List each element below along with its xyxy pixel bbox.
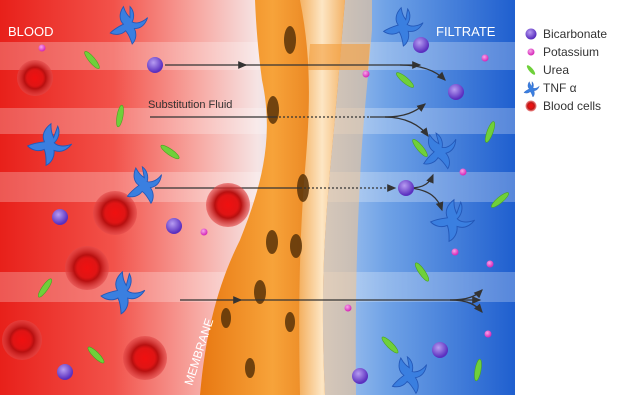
blood-cell — [2, 320, 42, 360]
blood-cell — [206, 183, 250, 227]
blood-cell — [93, 191, 137, 235]
urea-icon — [526, 65, 536, 75]
potassium-particles — [38, 44, 494, 338]
legend-item-urea: Urea — [526, 63, 569, 77]
bicarbonate-icon — [525, 28, 537, 40]
tnf-alpha-icon — [523, 81, 540, 98]
legend-item-bicarbonate: Bicarbonate — [525, 27, 607, 41]
legend-label: Urea — [543, 63, 569, 77]
flow-arrows — [150, 61, 483, 313]
bicarbonate-particles — [52, 37, 464, 384]
blood-cells — [2, 60, 250, 380]
legend: Bicarbonate Potassium Urea TNF α Blood c… — [523, 27, 607, 113]
blood-cell — [65, 246, 109, 290]
legend-item-blood-cells: Blood cells — [525, 99, 601, 113]
filtrate-label: FILTRATE — [436, 24, 496, 39]
legend-label: Bicarbonate — [543, 27, 607, 41]
legend-label: TNF α — [543, 81, 577, 95]
blood-cell-icon — [525, 100, 537, 112]
blood-cell — [17, 60, 53, 96]
legend-item-tnf-alpha: TNF α — [523, 81, 577, 98]
potassium-icon — [527, 48, 535, 56]
legend-label: Potassium — [543, 45, 599, 59]
legend-label: Blood cells — [543, 99, 601, 113]
substitution-fluid-label: Substitution Fluid — [148, 99, 232, 111]
blood-label: BLOOD — [8, 24, 54, 39]
legend-item-potassium: Potassium — [527, 45, 599, 59]
blood-cell — [123, 336, 167, 380]
